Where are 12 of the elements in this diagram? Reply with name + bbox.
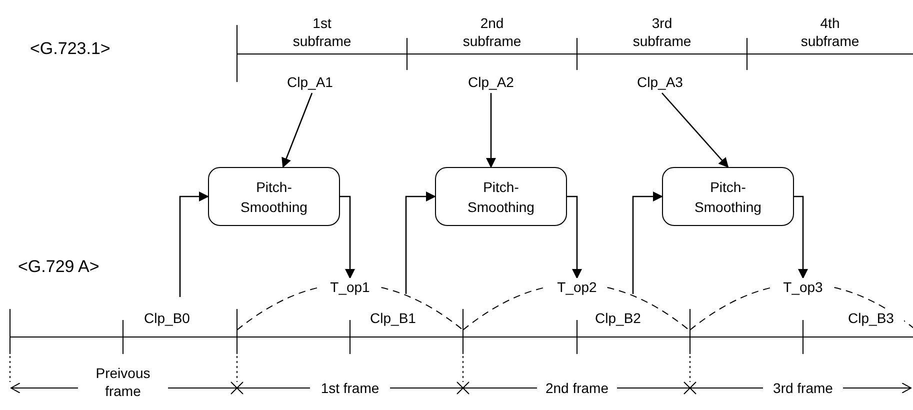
arrow <box>340 196 355 279</box>
arrow <box>179 192 209 297</box>
process-box: Pitch- Smoothing <box>662 167 794 226</box>
arrow <box>405 192 436 294</box>
arrow <box>567 196 582 279</box>
arrow <box>282 92 313 168</box>
arrow <box>486 93 496 168</box>
process-box: Pitch- Smoothing <box>208 167 340 226</box>
arrow <box>794 196 808 279</box>
arrow <box>632 192 663 294</box>
arrow <box>662 92 729 168</box>
process-box: Pitch- Smoothing <box>435 167 567 226</box>
